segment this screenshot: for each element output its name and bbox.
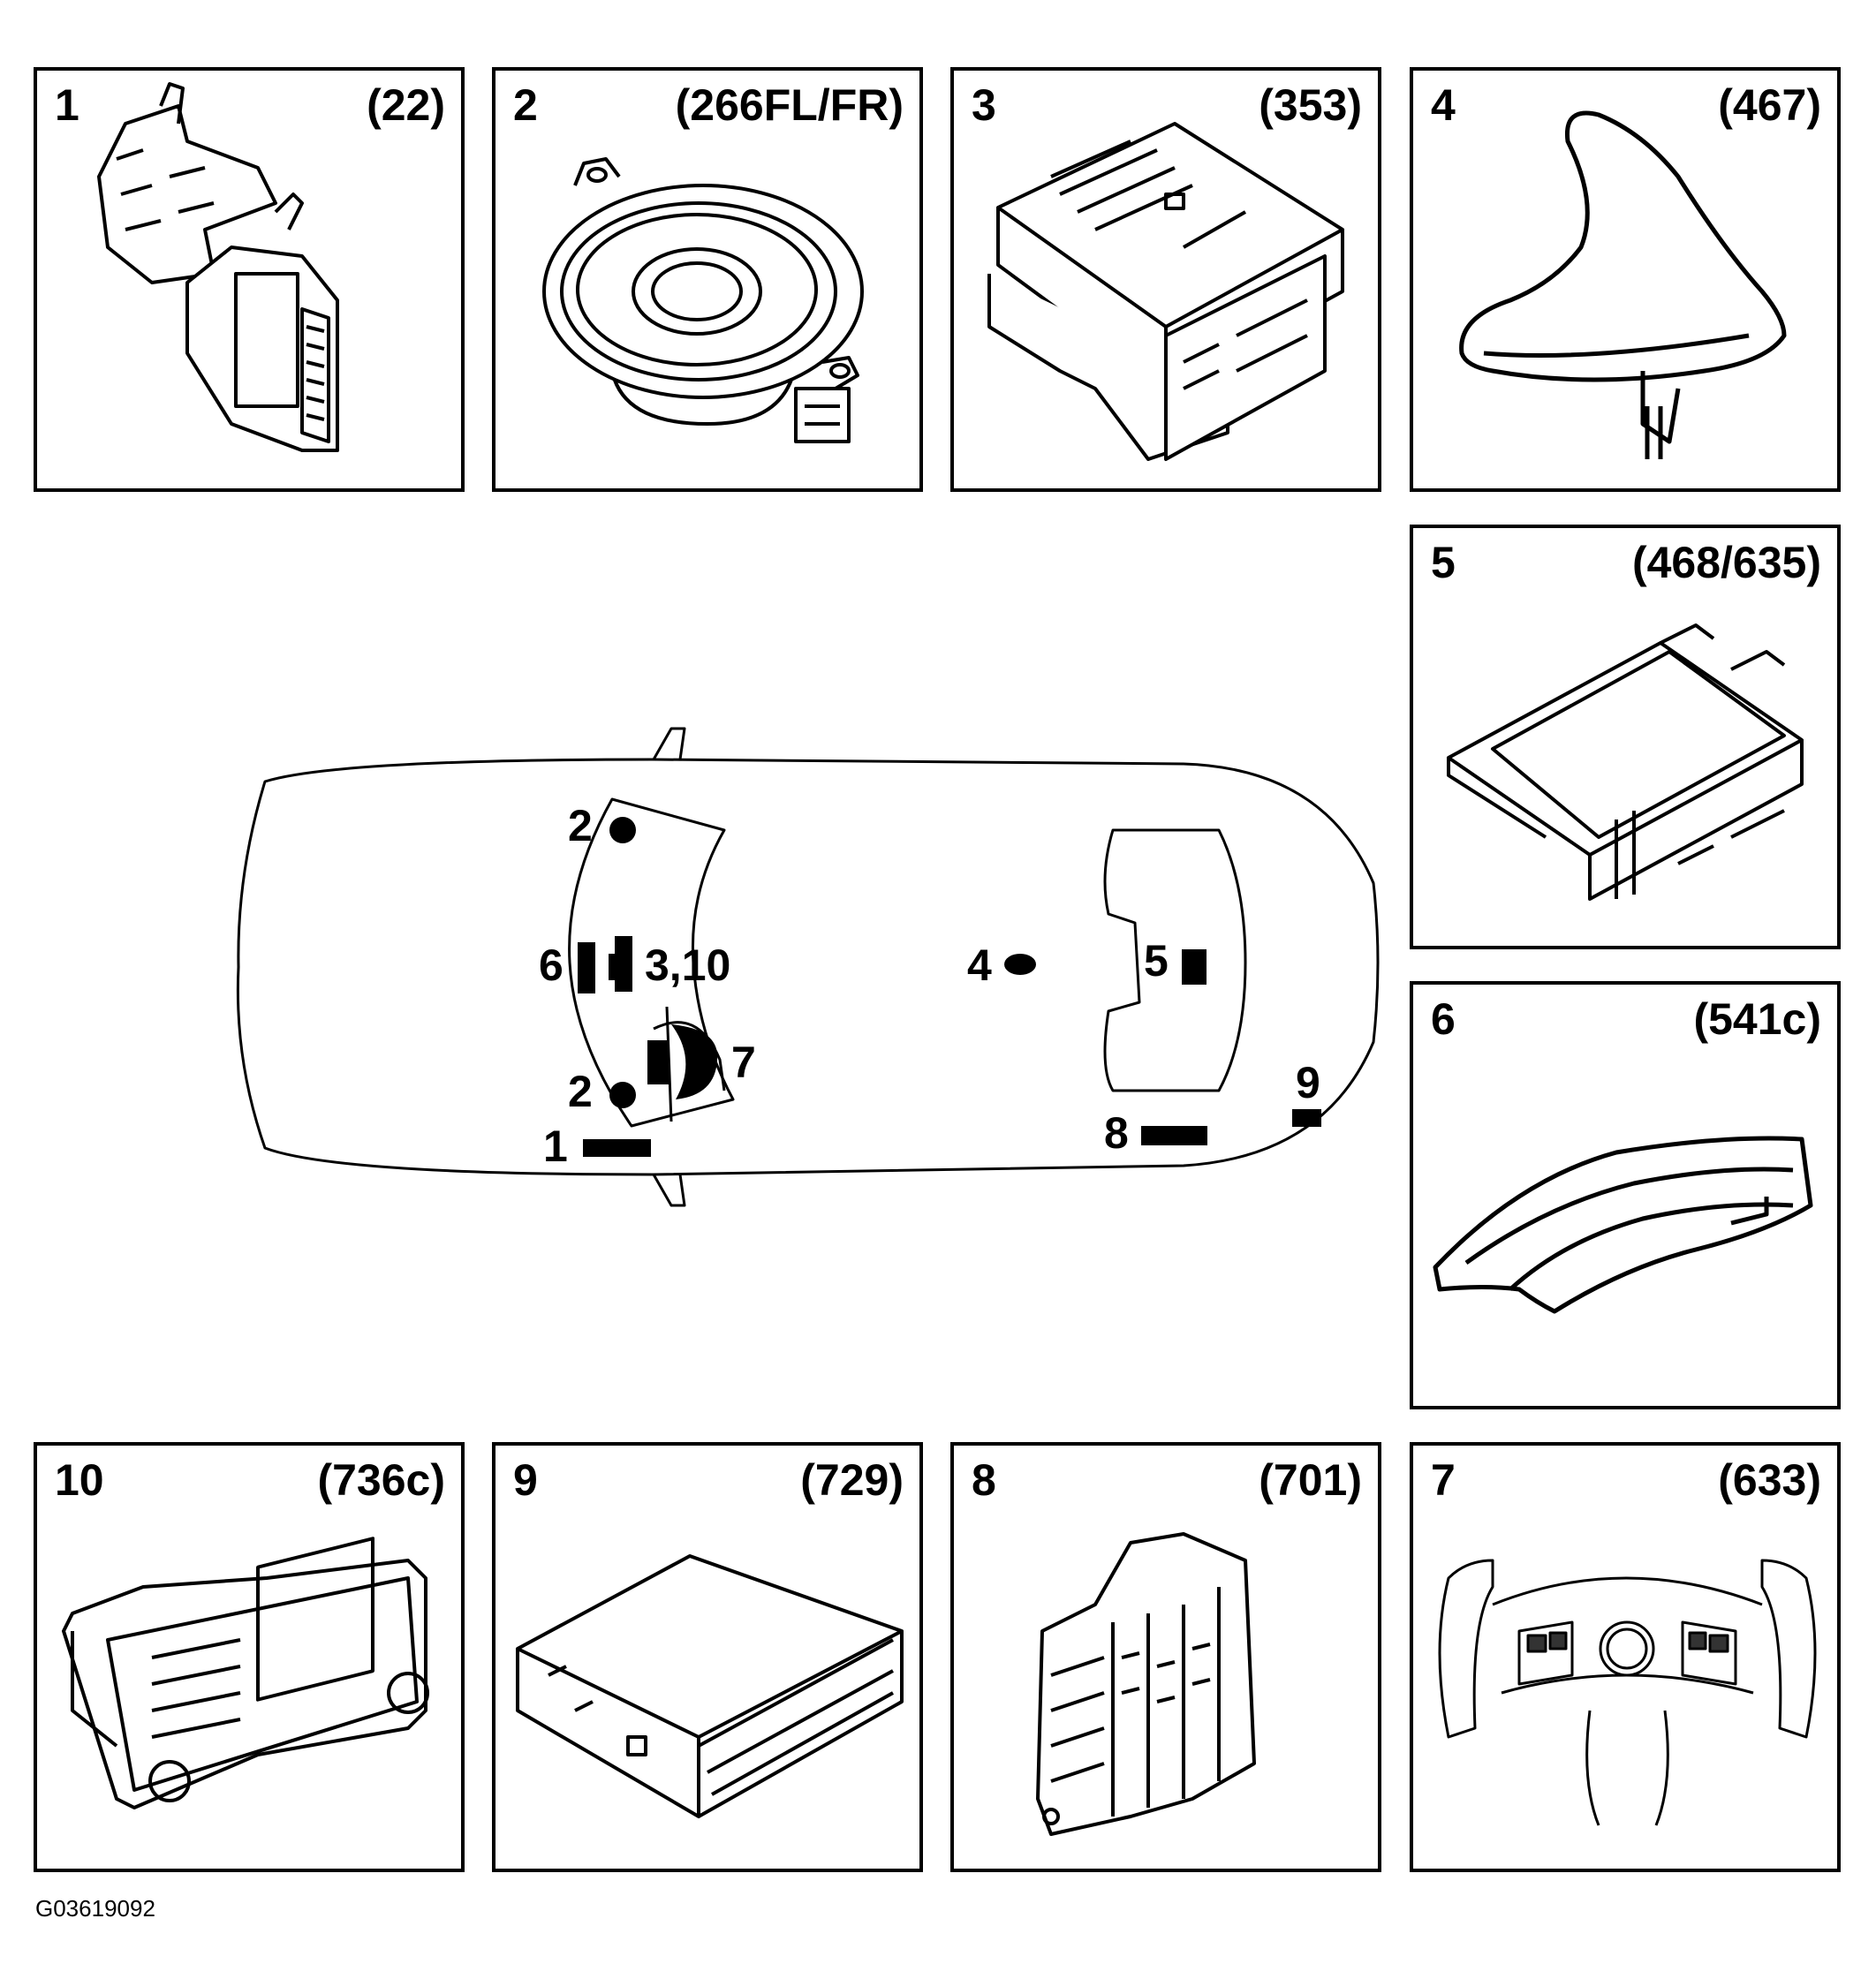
steering-marker: [647, 1040, 669, 1084]
panel-number: 4: [1431, 80, 1456, 130]
antenna-marker: [1004, 954, 1036, 975]
label-steering: 7: [731, 1038, 756, 1087]
panel-4-antenna: 4 (467): [1410, 67, 1841, 492]
dash-trim-illustration: [1433, 1136, 1813, 1314]
panel-number: 2: [513, 80, 538, 130]
speaker-rear-marker: [609, 1082, 636, 1108]
module-bracket-illustration: [1447, 623, 1804, 901]
panel-code: (736c): [317, 1455, 445, 1505]
panel-10-infotainment-head: 10 (736c): [34, 1442, 465, 1872]
panel-number: 3: [972, 80, 996, 130]
steering-wheel-illustration: [1438, 1559, 1817, 1826]
dash-left-marker: [578, 942, 595, 993]
trunk-module-marker: [1182, 949, 1207, 985]
panel-code: (729): [800, 1455, 904, 1505]
label-speaker-rear: 2: [568, 1067, 593, 1116]
panel-code: (353): [1259, 80, 1362, 130]
rear-module-marker: [1141, 1126, 1207, 1145]
label-module-front: 1: [543, 1122, 568, 1171]
panel-code: (467): [1718, 80, 1821, 130]
panel-8-fuse-block: 8 (701): [950, 1442, 1381, 1872]
panel-code: (541c): [1693, 994, 1821, 1044]
dash-right-marker: [615, 936, 632, 992]
speaker-illustration: [542, 157, 864, 443]
label-rear-module: 8: [1104, 1108, 1129, 1158]
panel-1-control-module: 1 (22): [34, 67, 465, 492]
panel-3-radio-chassis: 3 (353): [950, 67, 1381, 492]
shark-fin-antenna-illustration: [1459, 110, 1787, 459]
panel-number: 10: [55, 1455, 104, 1505]
dashboard-outline: [568, 797, 735, 1128]
label-antenna: 4: [967, 940, 992, 990]
label-trunk-module: 5: [1144, 936, 1169, 986]
panel-5-module: 5 (468/635): [1410, 525, 1841, 949]
panel-number: 9: [513, 1455, 538, 1505]
panel-6-trim: 6 (541c): [1410, 981, 1841, 1409]
car-outline: [236, 758, 1380, 1176]
panel-9-cd-changer: 9 (729): [492, 1442, 923, 1872]
head-unit-illustration: [62, 1537, 429, 1809]
rear-small-marker: [1292, 1109, 1321, 1127]
trunk-outline: [1103, 828, 1247, 1092]
cd-changer-illustration: [516, 1554, 904, 1818]
figure-id: G03619092: [35, 1895, 155, 1922]
label-speaker-front: 2: [568, 801, 593, 850]
panel-code: (633): [1718, 1455, 1821, 1505]
speaker-front-marker: [609, 817, 636, 843]
label-rear-small: 9: [1296, 1058, 1320, 1107]
panel-code: (701): [1259, 1455, 1362, 1505]
panel-code: (266FL/FR): [675, 80, 904, 130]
control-module-illustration: [97, 82, 339, 452]
panel-number: 6: [1431, 994, 1456, 1044]
panel-number: 8: [972, 1455, 996, 1505]
panel-number: 1: [55, 80, 79, 130]
panel-number: 7: [1431, 1455, 1456, 1505]
panel-code: (22): [367, 80, 445, 130]
radio-chassis-illustration: [987, 122, 1344, 461]
label-dash-right: 3,10: [645, 940, 730, 990]
panel-7-steering-wheel-controls: 7 (633): [1410, 1442, 1841, 1872]
panel-number: 5: [1431, 538, 1456, 587]
fuse-block-illustration: [1036, 1532, 1256, 1836]
panel-code: (468/635): [1631, 538, 1821, 587]
module-front-marker: [583, 1139, 651, 1157]
panel-2-speaker: 2 (266FL/FR): [492, 67, 923, 492]
label-dash-left: 6: [539, 940, 564, 990]
